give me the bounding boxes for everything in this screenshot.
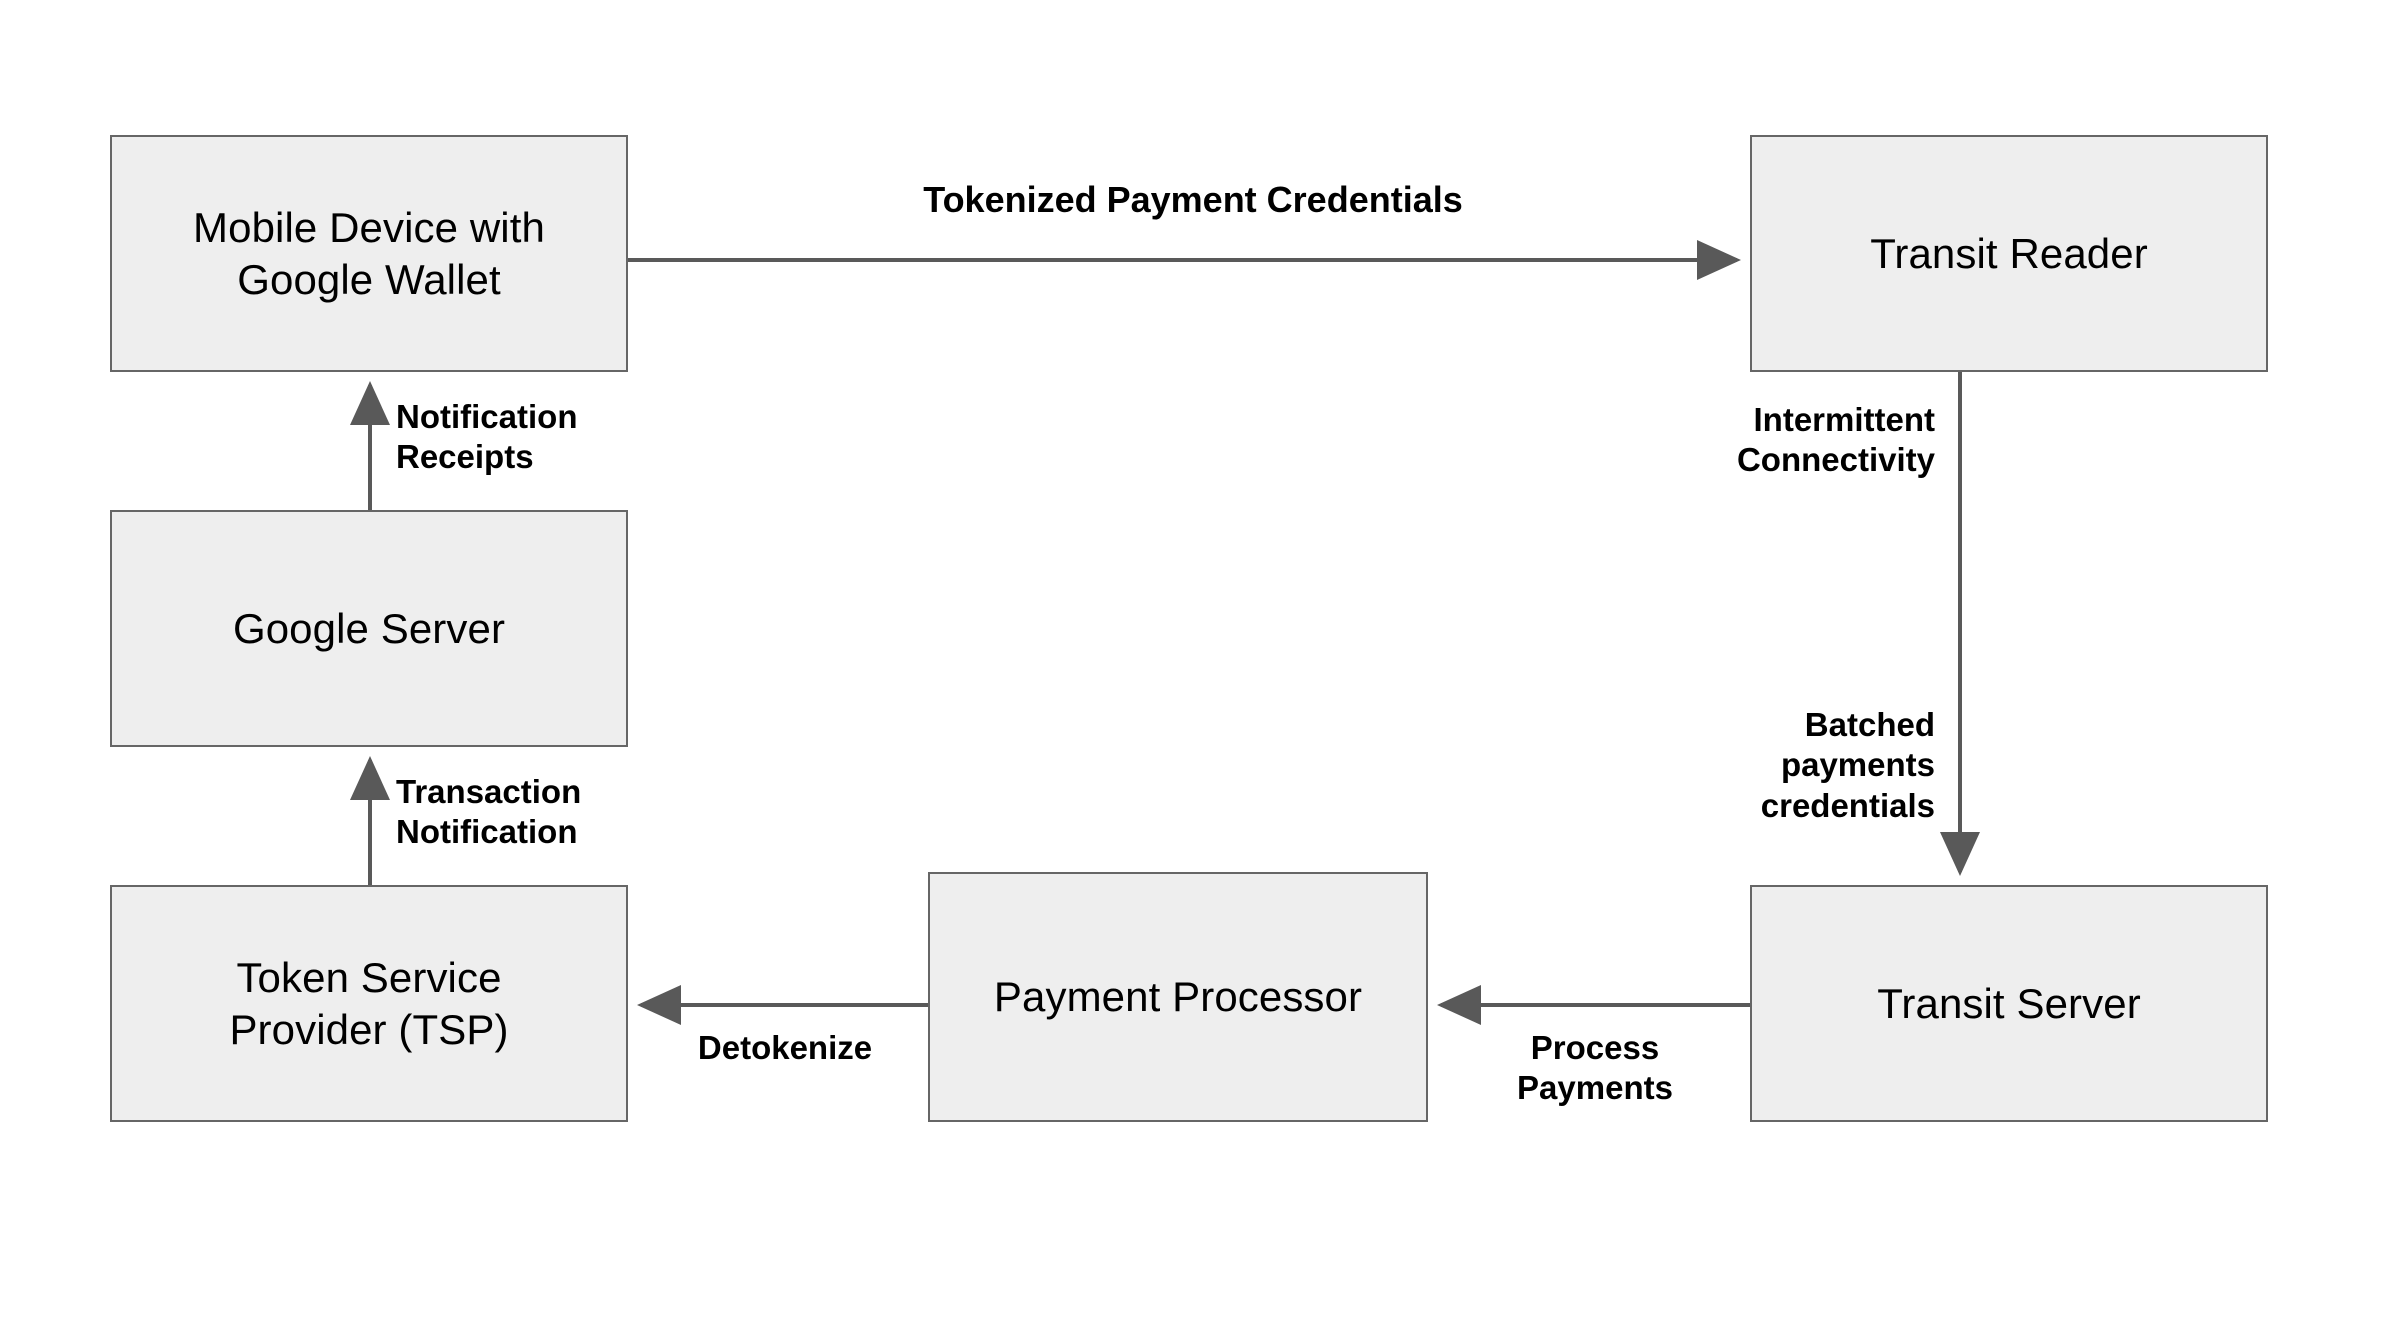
node-transit-reader[interactable]: Transit Reader (1750, 135, 2268, 372)
node-transit-server[interactable]: Transit Server (1750, 885, 2268, 1122)
edge-label-intermittent-connectivity: Intermittent Connectivity (1736, 401, 1935, 479)
edge-label-process-payments: Process Payments (1517, 1029, 1673, 1107)
edge-label-batched-payments-credentials: Batched payments credentials (1760, 706, 1935, 824)
edge-label-detokenize: Detokenize (697, 1029, 873, 1066)
edge-label-notification-receipts: Notification Receipts (396, 398, 578, 476)
node-transit-server-label: Transit Server (1877, 979, 2141, 1027)
node-google-server-label: Google Server (232, 604, 506, 652)
node-token-service-provider-label: Token Service Provider (TSP) (229, 954, 509, 1053)
edge-label-transaction-notification: Transaction Notification (396, 773, 582, 851)
node-mobile-device-label: Mobile Device with Google Wallet (193, 204, 545, 303)
edge-label-tokenized-payment-credentials: Tokenized Payment Credentials (923, 179, 1463, 220)
node-payment-processor[interactable]: Payment Processor (928, 872, 1428, 1122)
node-transit-reader-label: Transit Reader (1870, 229, 2148, 277)
node-google-server[interactable]: Google Server (110, 510, 628, 747)
node-token-service-provider[interactable]: Token Service Provider (TSP) (110, 885, 628, 1122)
node-payment-processor-label: Payment Processor (993, 973, 1363, 1021)
node-mobile-device[interactable]: Mobile Device with Google Wallet (110, 135, 628, 372)
